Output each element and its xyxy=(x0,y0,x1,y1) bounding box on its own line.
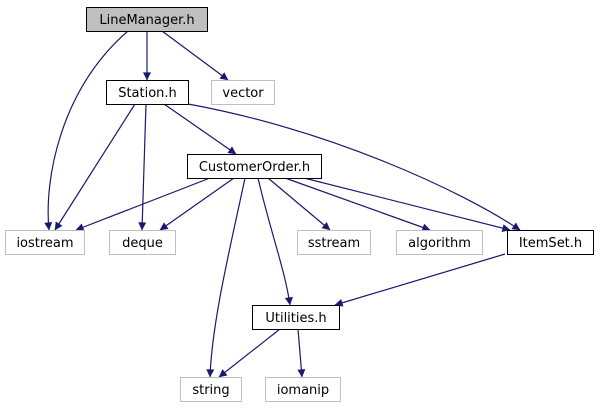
node-label-utilities: Utilities.h xyxy=(265,311,326,326)
node-box-iomanip xyxy=(265,377,341,402)
edge-linemanager-to-vector xyxy=(161,30,229,81)
node-label-sstream: sstream xyxy=(308,236,360,251)
node-string: string xyxy=(180,377,242,402)
node-label-algorithm: algorithm xyxy=(408,236,471,251)
node-box-string xyxy=(180,377,242,402)
node-box-station xyxy=(106,80,189,105)
node-box-vector xyxy=(211,80,275,105)
node-label-vector: vector xyxy=(222,86,264,101)
node-label-linemanager: LineManager.h xyxy=(99,13,194,28)
node-deque: deque xyxy=(109,230,176,255)
node-label-iostream: iostream xyxy=(16,236,73,251)
edge-utilities-to-string xyxy=(218,328,281,378)
node-itemset[interactable]: ItemSet.h xyxy=(507,230,594,255)
edge-utilities-to-iomanip xyxy=(297,328,306,378)
edge-customerorder-to-deque xyxy=(159,177,235,231)
edge-customerorder-to-iostream xyxy=(75,177,211,231)
node-iomanip: iomanip xyxy=(265,377,341,402)
node-vector: vector xyxy=(211,80,275,105)
node-iostream: iostream xyxy=(5,230,85,255)
edge-customerorder-to-string xyxy=(206,177,246,378)
node-box-utilities xyxy=(252,305,340,330)
edge-station-to-customerorder xyxy=(163,103,237,155)
node-linemanager[interactable]: LineManager.h xyxy=(86,7,208,32)
edges-layer xyxy=(44,30,521,378)
edge-station-to-itemset xyxy=(187,103,521,231)
node-label-itemset: ItemSet.h xyxy=(519,236,582,251)
node-box-sstream xyxy=(297,230,371,255)
node-box-itemset xyxy=(507,230,594,255)
node-customerorder[interactable]: CustomerOrder.h xyxy=(187,154,322,179)
node-algorithm: algorithm xyxy=(396,230,483,255)
edge-customerorder-to-algorithm xyxy=(284,177,431,232)
node-box-linemanager xyxy=(86,7,208,32)
node-box-iostream xyxy=(5,230,85,255)
edge-itemset-to-utilities xyxy=(334,253,506,307)
node-utilities[interactable]: Utilities.h xyxy=(252,305,340,330)
edge-customerorder-to-itemset xyxy=(303,177,511,233)
node-label-iomanip: iomanip xyxy=(277,383,329,398)
node-label-customerorder: CustomerOrder.h xyxy=(199,160,310,175)
node-label-station: Station.h xyxy=(118,86,177,101)
nodes-layer: LineManager.h Station.h vector CustomerO… xyxy=(5,7,594,402)
node-label-string: string xyxy=(192,383,229,398)
node-box-customerorder xyxy=(187,154,322,179)
edge-station-to-deque xyxy=(138,103,147,231)
edge-linemanager-to-iostream xyxy=(44,30,129,231)
node-box-algorithm xyxy=(396,230,483,255)
edge-customerorder-to-sstream xyxy=(267,177,331,231)
node-station[interactable]: Station.h xyxy=(106,80,189,105)
node-label-deque: deque xyxy=(122,236,163,251)
edge-customerorder-to-utilities xyxy=(257,177,293,306)
node-box-deque xyxy=(109,230,176,255)
edge-station-to-iostream xyxy=(54,103,136,231)
node-sstream: sstream xyxy=(297,230,371,255)
